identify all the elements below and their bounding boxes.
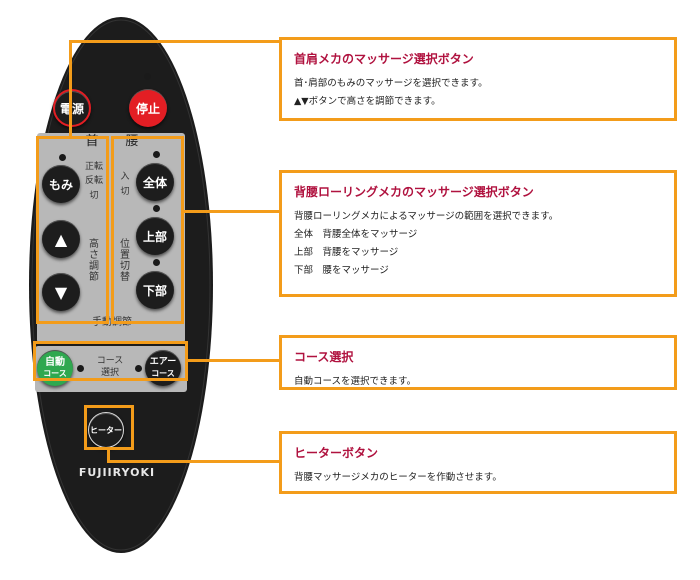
brand-logo: FUJIIRYOKI	[78, 466, 156, 479]
lower-button[interactable]: 下部	[136, 271, 174, 309]
upper-label: 上部	[142, 229, 167, 244]
off-left-label: 切	[89, 191, 99, 201]
indicator-dot	[59, 154, 66, 161]
indicator-dot	[77, 365, 84, 372]
callout-line: 首･肩部のもみのマッサージを選択できます。	[294, 78, 488, 89]
callout-neck-shoulder: 首肩メカのマッサージ選択ボタン 首･肩部のもみのマッサージを選択できます。 ▲▼…	[279, 37, 677, 121]
indicator-dot	[144, 73, 151, 80]
heater-section-highlight	[84, 405, 134, 450]
forward-label: 正転	[84, 162, 103, 172]
callout-line: 背腰マッサージメカのヒーターを作動させます。	[294, 472, 502, 483]
indicator-dot	[153, 151, 160, 158]
indicator-dot	[153, 205, 160, 212]
down-arrow-button[interactable]: ▼	[42, 273, 80, 311]
callout-title: コース選択	[294, 350, 354, 364]
course-select-top: コース	[96, 356, 124, 366]
reverse-label: 反転	[84, 176, 103, 186]
callout-line: ▲▼ボタンで高さを調節できます。	[294, 96, 441, 107]
connector-line	[69, 40, 279, 43]
callout-line: 上部 背腰をマッサージ	[294, 247, 399, 258]
course-select-bottom: 選択	[100, 368, 119, 378]
waist-section-highlight	[111, 136, 184, 324]
callout-title: 背腰ローリングメカのマッサージ選択ボタン	[294, 185, 534, 199]
air-label-bottom: コース	[151, 369, 175, 378]
callout-title: ヒーターボタン	[294, 446, 379, 460]
neck-section-highlight	[36, 136, 109, 324]
lower-label: 下部	[142, 283, 167, 298]
heater-label: ヒーター	[90, 425, 122, 435]
connector-line	[186, 359, 279, 362]
auto-label-top: 自動	[45, 357, 65, 368]
whole-button[interactable]: 全体	[136, 163, 174, 201]
position-switch-label: 位置切替	[120, 239, 130, 283]
stop-button[interactable]: 停止	[129, 89, 167, 127]
callout-line: 全体 背腰全体をマッサージ	[294, 229, 418, 240]
upper-button[interactable]: 上部	[136, 217, 174, 255]
heater-button[interactable]: ヒーター	[88, 412, 124, 448]
indicator-dot	[153, 259, 160, 266]
up-arrow-button[interactable]: ▲	[42, 220, 80, 258]
connector-line	[69, 40, 72, 138]
callout-title: 首肩メカのマッサージ選択ボタン	[294, 52, 474, 66]
callout-line: 自動コースを選択できます。	[294, 376, 417, 387]
whole-label: 全体	[142, 175, 167, 190]
callout-course-select: コース選択 自動コースを選択できます。	[279, 335, 677, 390]
height-adjust-label: 高さ調節	[89, 239, 99, 283]
connector-line	[107, 448, 110, 463]
stop-label: 停止	[135, 101, 160, 116]
off-right-label: 切	[120, 187, 130, 197]
on-label: 入	[120, 172, 130, 182]
air-label-top: エアー	[149, 357, 177, 367]
auto-label-bottom: コース	[43, 369, 67, 378]
indicator-dot	[135, 365, 142, 372]
callout-line: 下部 腰をマッサージ	[294, 265, 389, 276]
callout-back-waist: 背腰ローリングメカのマッサージ選択ボタン 背腰ローリングメカによるマッサージの範…	[279, 170, 677, 297]
callout-line: 背腰ローリングメカによるマッサージの範囲を選択できます。	[294, 211, 559, 222]
course-section-highlight	[33, 341, 188, 381]
callout-heater: ヒーターボタン 背腰マッサージメカのヒーターを作動させます。	[279, 431, 677, 494]
connector-line	[107, 460, 279, 463]
connector-line	[182, 210, 279, 213]
momi-label: もみ	[48, 177, 73, 192]
momi-button[interactable]: もみ	[42, 165, 80, 203]
power-button[interactable]: 電源	[53, 89, 91, 127]
